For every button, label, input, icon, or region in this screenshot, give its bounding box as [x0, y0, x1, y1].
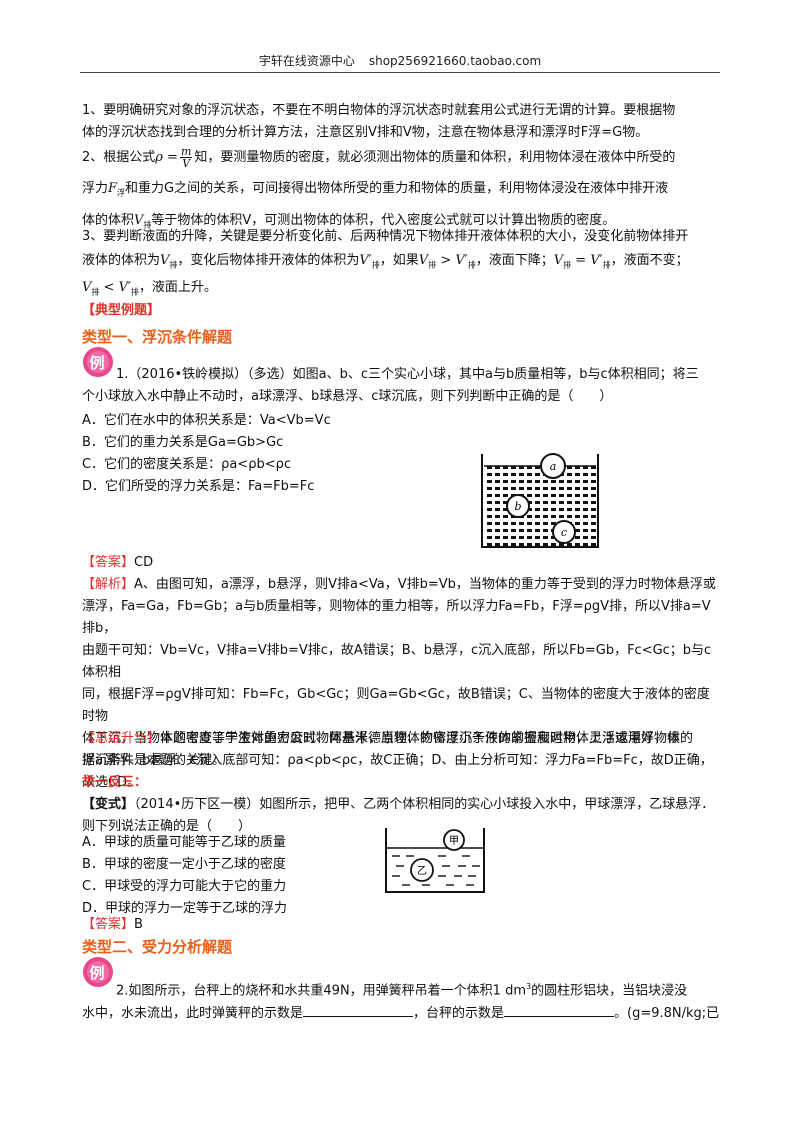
- type1-question-line1: 1.（2016•铁岭模拟）（多选）如图a、b、c三个实心小球，其中a与b质量相等…: [116, 367, 699, 382]
- analysis-tag: 【解析】: [82, 577, 135, 592]
- extend-answer: 【答案】B: [82, 917, 143, 932]
- header-shop: shop256921660.taobao.com: [368, 54, 542, 68]
- answer-blank-scale[interactable]: [504, 1002, 615, 1018]
- type1-summary: 【总结升华】本题考查了学生对重力公式、阿基米德原理、物体浮沉条件的掌握和运用，灵…: [82, 731, 694, 768]
- type1-option-d: D．它们所受的浮力关系是：Fa=Fb=Fc: [82, 479, 315, 494]
- summary-tag: 【总结升华】: [82, 731, 161, 746]
- intro-p1-line1: 1、要明确研究对象的浮沉状态，不要在不明白物体的浮沉状态时就套用公式进行无谓的计…: [82, 103, 676, 118]
- extend-heading: 举一反三：: [82, 775, 148, 790]
- variant-tag: 【变式】: [82, 797, 135, 812]
- ball-jia: [443, 829, 465, 851]
- intro-p1: 1、要明确研究对象的浮沉状态，不要在不明白物体的浮沉状态时就套用公式进行无谓的计…: [82, 100, 722, 144]
- type1-option-b: B．它们的重力关系是Ga=Gb>Gc: [82, 435, 284, 450]
- extend-option-b: B．甲球的密度一定小于乙球的密度: [82, 857, 286, 872]
- ball-c-label: c: [561, 526, 567, 539]
- type1-options: A．它们在水中的体积关系是：Va<Vb=Vc B．它们的重力关系是Ga=Gb>G…: [82, 410, 462, 498]
- type2-heading: 类型二、受力分析解题: [82, 938, 233, 956]
- intro-p3-line1: 3、要判断液面的升降，关键是要分析变化前、后两种情况下物体排开液体体积的大小，没…: [82, 229, 689, 244]
- figure-beaker-three-balls: a b c: [481, 453, 599, 548]
- badge-label: 例: [89, 964, 104, 982]
- ball-jia-label: 甲: [449, 836, 459, 847]
- extend-option-d: D．甲球的浮力一定等于乙球的浮力: [82, 901, 288, 916]
- intro-p2-line3: 体的体积V排等于物体的体积V，可测出物体的体积，代入密度公式就可以计算出物质的密…: [82, 213, 616, 230]
- example-badge-1: 例: [83, 347, 113, 377]
- ball-b-label: b: [514, 500, 521, 513]
- displaced-volume-symbol: V排: [134, 213, 152, 230]
- ball-a-label: a: [550, 460, 557, 473]
- example-badge-2: 例: [83, 957, 113, 987]
- type2-question-line2: 水中，水未流出，此时弹簧秤的示数是，台秤的示数是。(g=9.8N/kg;已: [82, 1002, 722, 1025]
- extend-question: 【变式】（2014•历下区一模）如图所示，把甲、乙两个体积相同的实心小球投入水中…: [82, 797, 715, 834]
- badge-label: 例: [89, 354, 104, 372]
- type1-question-line2: 个小球放入水中静止不动时，a球漂浮、b球悬浮、c球沉底，则下列判断中正确的是（ …: [82, 389, 613, 404]
- ball-a: [540, 453, 566, 479]
- type1-heading: 类型一、浮沉条件解题: [82, 328, 233, 346]
- intro-p3: 3、要判断液面的升降，关键是要分析变化前、后两种情况下物体排开液体体积的大小，没…: [82, 226, 722, 302]
- header-site: 宇轩在线资源中心: [258, 54, 355, 68]
- answer-blank-spring[interactable]: [303, 1002, 414, 1018]
- intro-p2-line2: 浮力F浮和重力G之间的关系，可间接得出物体所受的重力和物体的质量，利用物体浸没在…: [82, 181, 669, 198]
- ball-yi: [410, 858, 434, 882]
- answer-value: CD: [134, 555, 154, 570]
- extend-option-a: A．甲球的质量可能等于乙球的质量: [82, 835, 286, 850]
- type1-analysis: 【解析】A、由图可知，a漂浮，b悬浮，则V排a<Va，V排b=Vb，当物体的重力…: [82, 577, 716, 790]
- intro-p3-line2: 液体的体积为V排，变化后物体排开液体的体积为V′排，如果V排 > V′排，液面下…: [82, 253, 689, 270]
- type2-question-line1: 2.如图所示，台秤上的烧杯和水共重49N，用弹簧秤吊着一个体积1 dm3的圆柱形…: [116, 982, 688, 999]
- figure-container-two-balls: 甲 乙: [385, 828, 485, 893]
- type1-option-c: C．它们的密度关系是：ρa<ρb<ρc: [82, 457, 291, 472]
- intro-p3-line3: V排 < V′排，液面上升。: [82, 280, 217, 297]
- section-typical-examples: 【典型例题】: [82, 303, 161, 318]
- intro-p1-line2: 体的浮沉状态找到合理的分析计算方法，注意区别V排和V物，注意在物体悬浮和漂浮时F…: [82, 125, 649, 140]
- type1-answer: 【答案】CD: [82, 552, 153, 574]
- ball-yi-label: 乙: [417, 865, 427, 877]
- type1-question: 1.（2016•铁岭模拟）（多选）如图a、b、c三个实心小球，其中a与b质量相等…: [82, 364, 722, 408]
- ball-b: [506, 494, 530, 518]
- type2-question: 2.如图所示，台秤上的烧杯和水共重49N，用弹簧秤吊着一个体积1 dm3的圆柱形…: [82, 976, 722, 1025]
- extend-options: A．甲球的质量可能等于乙球的质量 B．甲球的密度一定小于乙球的密度 C．甲球受的…: [82, 832, 382, 920]
- buoyancy-symbol: F浮: [108, 181, 126, 198]
- extend-option-c: C．甲球受的浮力可能大于它的重力: [82, 879, 287, 894]
- answer-tag: 【答案】: [82, 555, 135, 570]
- type1-option-a: A．它们在水中的体积关系是：Va<Vb=Vc: [82, 413, 331, 428]
- page-header: 宇轩在线资源中心 shop256921660.taobao.com: [80, 52, 720, 73]
- ball-c: [552, 520, 576, 544]
